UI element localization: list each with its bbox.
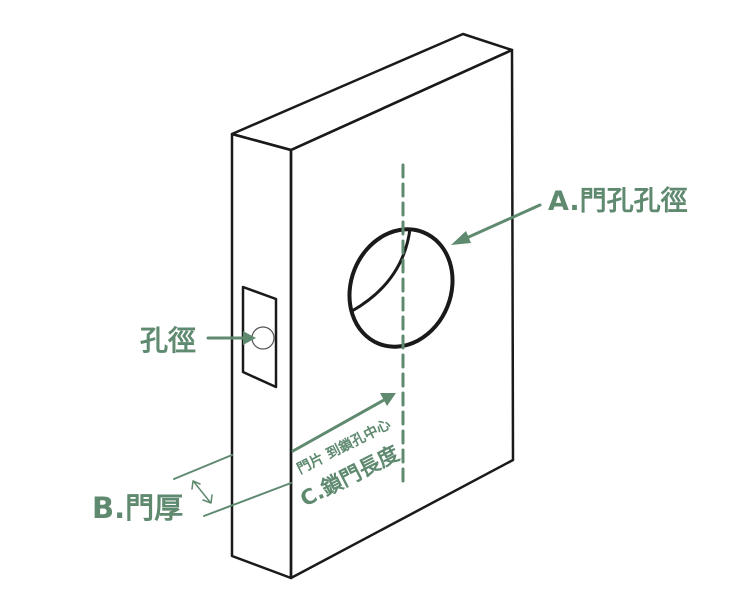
- latch-hole-label: 孔徑: [140, 324, 196, 357]
- door-thickness-label: B.門厚: [92, 491, 183, 525]
- bore-hole-outline: [347, 227, 455, 349]
- door-front-face: [289, 48, 515, 580]
- door-edge-face: [230, 132, 293, 580]
- backset-arrow: [291, 393, 396, 453]
- door-thickness-extension-bottom: [203, 482, 292, 517]
- backset-arrow-shaft: [291, 398, 386, 453]
- bore-hole-inner-edge: [350, 227, 412, 313]
- door-thickness-arrow-top: [191, 480, 201, 490]
- bore-hole: [347, 227, 455, 349]
- bore-diameter-label: A.門孔孔徑: [548, 186, 688, 217]
- latch-hole-arrow-head: [243, 331, 256, 345]
- door-thickness-extension-top: [173, 454, 233, 480]
- backset-arrow-head: [380, 393, 396, 406]
- bore-diameter-arrow-shaft: [460, 203, 542, 242]
- door-thickness-arrow-bottom: [202, 494, 213, 504]
- latch-hole-arrow: [206, 331, 256, 345]
- door-slab: [230, 32, 515, 580]
- door-top-face: [230, 32, 514, 152]
- door-thickness-dimension-line: [193, 481, 211, 503]
- door-thickness-dimension: [173, 454, 292, 517]
- bore-diameter-arrow-head: [451, 231, 471, 245]
- bore-diameter-arrow: [451, 203, 542, 245]
